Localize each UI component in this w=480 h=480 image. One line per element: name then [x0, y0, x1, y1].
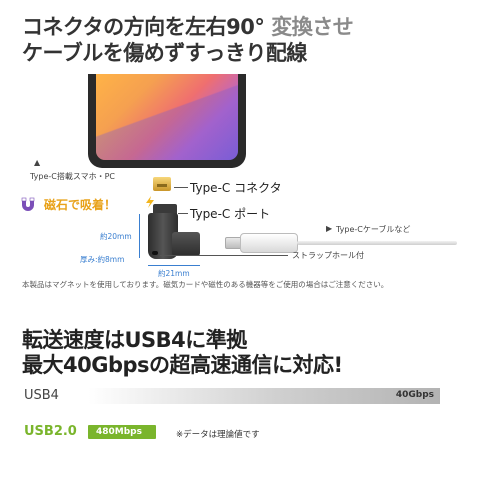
cable-head	[240, 233, 298, 253]
strap-label: ストラップホール付	[292, 251, 364, 260]
triangle-right-icon: ▶	[326, 224, 333, 233]
headline-line1-dark: コネクタの方向を左右90°	[22, 15, 265, 39]
headline-line1: コネクタの方向を左右90° 変換させ	[22, 14, 354, 40]
screen-shade	[96, 74, 238, 160]
cable-wire	[297, 241, 457, 245]
phone-label: Type-C搭載スマホ・PC	[30, 172, 116, 181]
phone-screen	[96, 74, 238, 160]
dim-thickness: 厚み:約8mm	[80, 255, 125, 264]
cable-label: Type-Cケーブルなど	[336, 225, 411, 234]
speed-line1: 転送速度はUSB4に準拠	[22, 328, 247, 352]
width-dim-line	[148, 265, 200, 266]
connector-leader-line	[174, 187, 188, 188]
magnet-icon	[21, 197, 35, 211]
height-dim-line	[139, 214, 140, 258]
port-leader-line	[178, 213, 188, 214]
dim-width: 約21mm	[158, 269, 190, 278]
strap-hole	[152, 251, 158, 255]
triangle-up-icon: ▲	[34, 158, 41, 167]
port-label: Type-C ポート	[190, 207, 271, 221]
connector-label: Type-C コネクタ	[190, 181, 282, 195]
dim-height: 約20mm	[100, 232, 132, 241]
magnet-text: 磁石で吸着！	[44, 198, 117, 212]
connector-pin	[157, 184, 167, 187]
strap-leader-line	[160, 255, 288, 256]
bar-value-usb2: 480Mbps	[96, 427, 142, 437]
bar-usb2	[88, 425, 156, 439]
bar-label-usb2: USB2.0	[24, 424, 77, 439]
bar-usb4	[88, 388, 440, 404]
bar-value-usb4: 40Gbps	[395, 390, 434, 400]
headline-line1-light: 変換させ	[264, 15, 354, 39]
speed-line2: 最大40Gbpsの超高速通信に対応!	[22, 353, 343, 377]
bar-label-usb4: USB4	[24, 388, 59, 403]
headline-line2: ケーブルを傷めずすっきり配線	[22, 41, 307, 65]
adapter-side	[172, 232, 200, 256]
magnet-note: 本製品はマグネットを使用しております。磁気カードや磁性のある機器等をご使用の場合…	[22, 280, 389, 289]
bolt-icon	[146, 196, 154, 208]
footnote: ※データは理論値です	[176, 430, 260, 440]
